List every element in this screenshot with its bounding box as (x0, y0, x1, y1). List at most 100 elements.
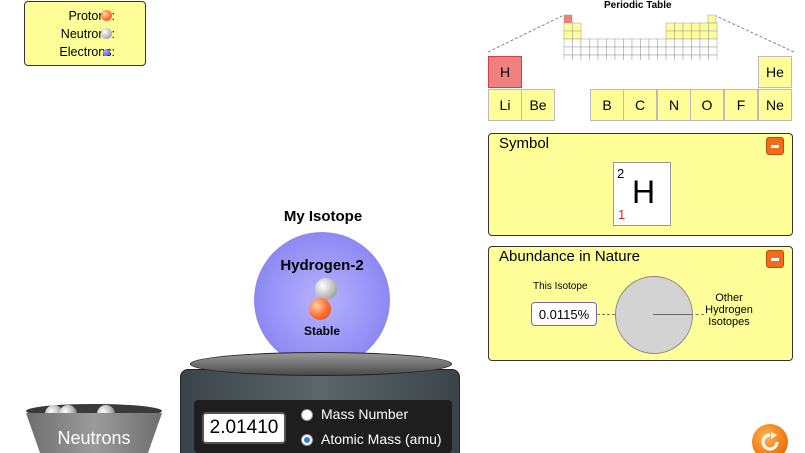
legend-electrons-label: Electrons: (59, 45, 115, 59)
mini-table-cell (572, 46, 582, 56)
mini-table-cell (631, 46, 641, 56)
reset-button[interactable] (752, 424, 788, 453)
mini-table-cell (597, 54, 607, 60)
electron-icon (103, 49, 110, 56)
mini-table-cell (648, 46, 658, 56)
mini-table-cell (682, 46, 692, 56)
mini-table-cell (589, 46, 599, 56)
atomic-mass-label[interactable]: Atomic Mass (amu) (321, 431, 442, 447)
symbol-mass-number: 2 (617, 166, 625, 181)
mini-table-cell (572, 22, 582, 32)
mini-table-cell (657, 46, 667, 56)
mass-number-label[interactable]: Mass Number (321, 406, 409, 422)
scale-readout: 2.01410 (202, 412, 286, 444)
mini-table-cell (563, 38, 573, 48)
symbol-letter: H (632, 174, 656, 210)
mini-table-cell (665, 46, 675, 56)
neutron-bucket-label: Neutrons (57, 428, 131, 448)
mini-table-cell (614, 54, 624, 60)
abundance-panel: Abundance in Nature This Isotope 0.0115%… (488, 246, 793, 361)
mini-table-cell (699, 46, 709, 56)
legend-electrons: Electrons: (33, 43, 145, 61)
mini-table-cell (691, 54, 701, 60)
mini-table-cell (708, 30, 718, 40)
mini-table-cell (631, 38, 641, 48)
particle-legend: Protons: Neutrons: Electrons: (24, 1, 146, 66)
pie-slice-line (653, 314, 691, 315)
symbol-collapse-button[interactable] (766, 137, 784, 155)
other-isotopes-label: Other Hydrogen Isotopes (705, 292, 753, 328)
mini-table-cell (606, 46, 616, 56)
mini-table-cell (572, 54, 582, 60)
mini-table-cell (640, 38, 650, 48)
periodic-table-title: Periodic Table (604, 0, 672, 11)
abundance-value: 0.0115% (531, 302, 597, 326)
mass-number-radio[interactable] (301, 409, 313, 421)
element-li[interactable]: Li (488, 89, 522, 121)
mini-table-cell (572, 30, 582, 40)
nucleus-neutron[interactable] (315, 278, 337, 300)
mini-table-cell (665, 38, 675, 48)
abundance-pie-chart (615, 276, 693, 354)
mini-table-cell (691, 38, 701, 48)
element-f[interactable]: F (724, 89, 758, 121)
stability-indicator: Stable (303, 324, 340, 338)
mini-table-cell (580, 54, 590, 60)
mini-table-cell (674, 38, 684, 48)
neutron-bucket[interactable] (22, 402, 166, 453)
mini-table-cell (657, 54, 667, 60)
legend-protons: Protons: (33, 7, 145, 25)
element-be[interactable]: Be (521, 89, 555, 121)
atomic-mass-radio[interactable] (301, 434, 313, 446)
abundance-panel-title: Abundance in Nature (499, 248, 640, 265)
mini-table-cell (614, 46, 624, 56)
element-o[interactable]: O (690, 89, 724, 121)
mini-table-cell (640, 46, 650, 56)
mini-table-cell (699, 54, 709, 60)
mini-table-cell (657, 38, 667, 48)
symbol-panel-title: Symbol (499, 135, 550, 152)
legend-neutrons: Neutrons: (33, 25, 145, 43)
mini-table-cell (631, 54, 641, 60)
scale-platform (190, 352, 452, 376)
element-n[interactable]: N (657, 89, 691, 121)
mini-table-cell (674, 54, 684, 60)
mini-table-cell (691, 30, 701, 40)
mini-table-cell (708, 46, 718, 56)
symbol-panel: Symbol 2 H 1 (488, 133, 793, 236)
nucleus-proton[interactable] (309, 298, 331, 320)
mini-table-cell (674, 22, 684, 32)
mini-table-cell (674, 46, 684, 56)
mini-table-cell (682, 22, 692, 32)
mini-table-cell (691, 46, 701, 56)
mini-table-cell (640, 54, 650, 60)
mini-table-cell (665, 22, 675, 32)
mini-table-cell (699, 38, 709, 48)
other-connector (690, 314, 704, 315)
mini-table-cell (580, 46, 590, 56)
element-ne[interactable]: Ne (758, 89, 792, 121)
element-h[interactable]: H (488, 56, 522, 88)
proton-icon (101, 10, 112, 21)
mini-table-cell (614, 38, 624, 48)
this-isotope-label: This Isotope (533, 281, 588, 292)
mini-table-cell (699, 22, 709, 32)
mini-table-cell (572, 38, 582, 48)
abundance-collapse-button[interactable] (766, 250, 784, 268)
mini-table-cell (589, 38, 599, 48)
mini-table-cell (665, 30, 675, 40)
element-he[interactable]: He (758, 56, 792, 88)
element-b[interactable]: B (590, 89, 624, 121)
mini-table-cell (682, 54, 692, 60)
mini-table-cell (648, 54, 658, 60)
mini-table-cell (691, 22, 701, 32)
mini-table-cell (563, 30, 573, 40)
mini-table-cell (589, 54, 599, 60)
mini-table-cell (623, 54, 633, 60)
my-isotope-heading: My Isotope (283, 208, 363, 225)
mini-periodic-table (487, 14, 795, 60)
mini-table-cell (563, 46, 573, 56)
mini-table-cell (708, 54, 718, 60)
symbol-atomic-number: 1 (618, 207, 626, 222)
element-c[interactable]: C (623, 89, 657, 121)
